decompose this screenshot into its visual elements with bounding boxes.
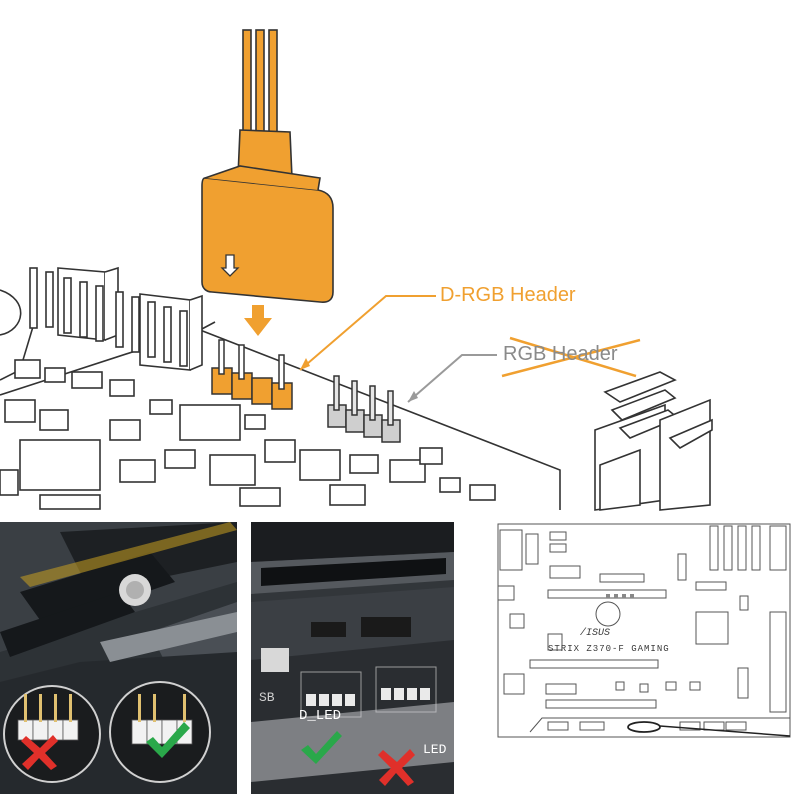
silkscreen-dled: D_LED <box>299 708 342 724</box>
board-layout-panel: /ISUS STRIX Z370-F GAMING <box>490 522 800 794</box>
rgb-callout-line <box>407 354 497 403</box>
red-x-icon <box>21 735 58 770</box>
red-x-icon <box>378 749 415 786</box>
drgb-connector <box>201 29 334 303</box>
down-arrow-icon <box>244 305 272 336</box>
silkscreen-led: LED <box>423 742 447 757</box>
drgb-header <box>211 339 293 410</box>
header-diagram <box>0 29 713 511</box>
green-check-icon <box>146 722 190 758</box>
rgb-header <box>327 375 401 443</box>
rgb-header-label: RGB Header <box>503 343 618 365</box>
board-brand-text: /ISUS <box>580 628 611 639</box>
rgb-strike-icon <box>501 336 641 378</box>
photo-panel-left <box>0 522 237 794</box>
fan-header-2 <box>115 291 203 371</box>
photo-panel-middle: SB D_LED LED <box>251 522 454 794</box>
board-model-text: STRIX Z370-F GAMING <box>548 644 670 654</box>
green-check-icon <box>301 731 342 764</box>
fan-header-1 <box>29 266 119 342</box>
drgb-callout-line <box>299 295 436 371</box>
silkscreen-sb: SB <box>259 690 275 705</box>
drgb-header-label: D-RGB Header <box>440 284 576 306</box>
header-location-marker <box>627 721 661 733</box>
